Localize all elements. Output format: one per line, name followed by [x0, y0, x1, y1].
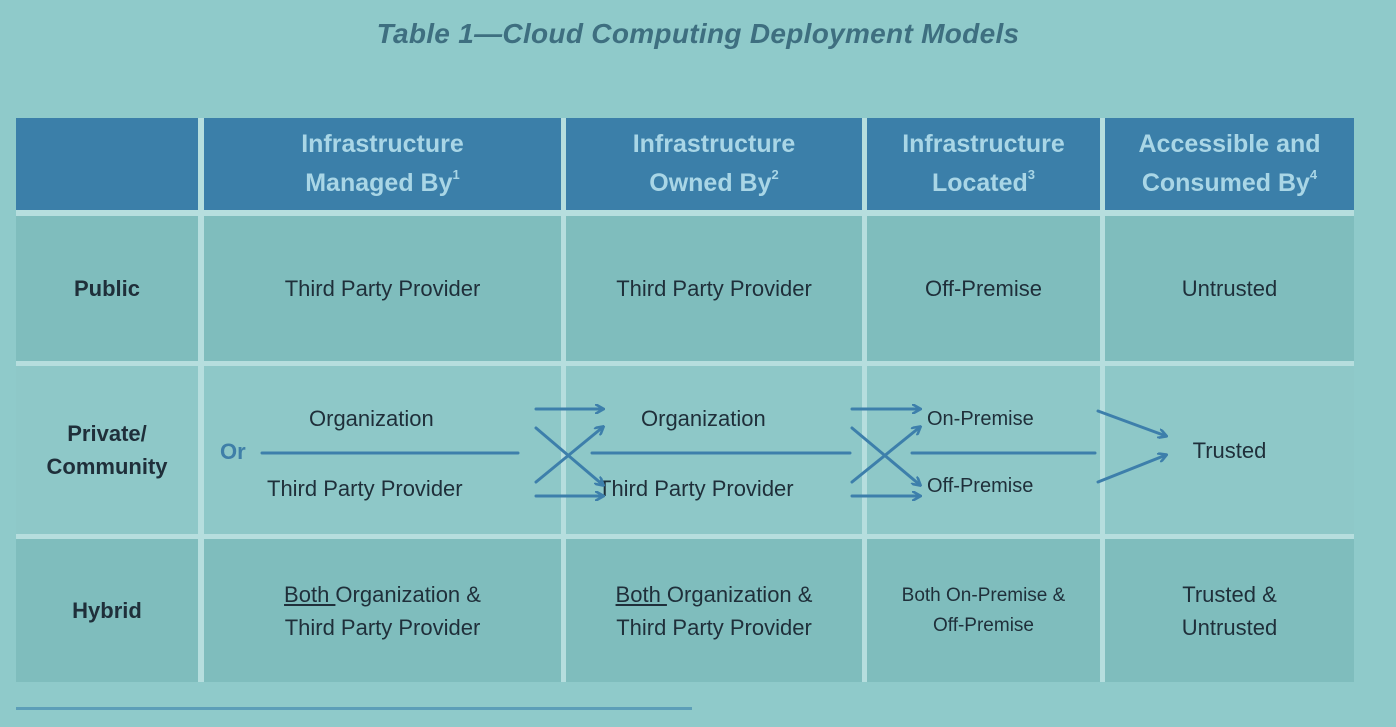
hybrid-owned-line2: Third Party Provider [616, 614, 812, 640]
hybrid-located-line1: Both On-Premise & [901, 584, 1066, 606]
header-corner [16, 118, 198, 210]
hybrid-consumed-line1: Trusted & [1182, 581, 1277, 607]
hybrid-owned-rest: Organization & [666, 581, 813, 607]
private-located-on-premise: On-Premise [927, 408, 1034, 430]
hybrid-owned-both: Both [615, 581, 667, 607]
row-label-private-line1: Private/ [67, 421, 147, 446]
or-label: Or [220, 439, 246, 464]
private-owned-by-cell [566, 366, 862, 534]
row-label-hybrid: Hybrid [16, 539, 198, 682]
hybrid-consumed-by: Trusted & Untrusted [1105, 539, 1354, 682]
private-located-off-premise: Off-Premise [927, 475, 1034, 497]
private-owned-third-party: Third Party Provider [598, 476, 794, 501]
public-consumed-by: Untrusted [1105, 216, 1354, 361]
footer-rule [16, 707, 692, 710]
private-managed-organization: Organization [309, 406, 434, 431]
header-located-line2: Located [931, 169, 1028, 197]
header-owned-footnote: 2 [771, 166, 779, 182]
hybrid-located-line2: Off-Premise [932, 614, 1034, 636]
hybrid-managed-by: Both Organization & Third Party Provider [204, 539, 561, 682]
private-managed-third-party: Third Party Provider [267, 476, 463, 501]
header-managed-line1: Infrastructure [301, 130, 464, 158]
header-consumed-line1: Accessible and [1138, 130, 1321, 158]
private-located-cell [867, 366, 1100, 534]
public-owned-by: Third Party Provider [566, 216, 862, 361]
table-title: Table 1—Cloud Computing Deployment Model… [376, 18, 1020, 49]
hybrid-owned-by: Both Organization & Third Party Provider [566, 539, 862, 682]
hybrid-managed-line2: Third Party Provider [284, 614, 481, 640]
hybrid-managed-rest: Organization & [335, 581, 481, 607]
hybrid-located: Both On-Premise & Off-Premise [867, 539, 1100, 682]
header-owned-line1: Infrastructure [632, 130, 796, 158]
header-managed-line2: Managed By [305, 169, 453, 197]
hybrid-managed-both: Both [284, 581, 336, 607]
private-managed-by-cell [204, 366, 561, 534]
header-located-line1: Infrastructure [902, 130, 1065, 158]
public-managed-by: Third Party Provider [204, 216, 561, 361]
row-label-private-community: Private/Community [16, 366, 198, 534]
header-owned-line2: Owned By [649, 169, 772, 197]
header-consumed-line2: Consumed By [1141, 169, 1310, 197]
row-label-private-line2: Community [46, 454, 168, 479]
private-consumed-by: Trusted [1105, 366, 1354, 534]
row-label-public: Public [16, 216, 198, 361]
header-located-footnote: 3 [1027, 166, 1036, 182]
public-located: Off-Premise [867, 216, 1100, 361]
header-consumed-footnote: 4 [1309, 166, 1318, 182]
hybrid-consumed-line2: Untrusted [1181, 614, 1278, 640]
header-managed-footnote: 1 [452, 166, 460, 182]
private-owned-organization: Organization [641, 406, 766, 431]
